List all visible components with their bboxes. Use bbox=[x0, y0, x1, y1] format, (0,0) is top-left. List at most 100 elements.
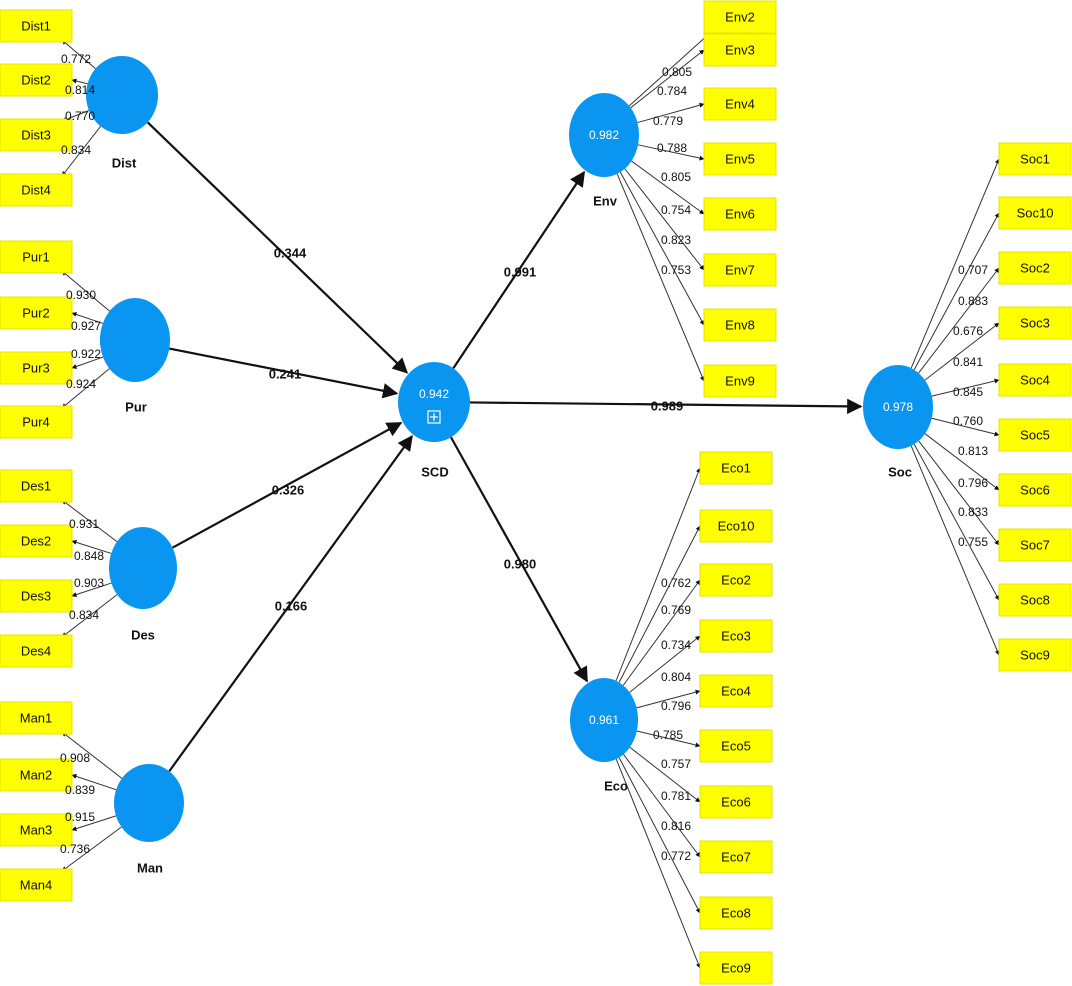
indicator-box-pur3[interactable] bbox=[0, 351, 73, 385]
loading-value-soc7: 0.796 bbox=[958, 476, 988, 490]
loading-arrow-env4 bbox=[637, 102, 705, 124]
indicator-box-dist4[interactable] bbox=[0, 173, 73, 207]
indicator-box-soc4[interactable] bbox=[998, 363, 1072, 397]
loading-value-dist2: 0.814 bbox=[65, 83, 95, 97]
loading-arrow-des2 bbox=[71, 539, 112, 554]
loading-arrow-soc9 bbox=[910, 445, 1000, 656]
indicator-box-eco5[interactable] bbox=[699, 729, 773, 763]
loading-arrow-soc6 bbox=[924, 433, 1000, 491]
indicator-label-env5: Env5 bbox=[725, 152, 755, 167]
construct-node-soc[interactable] bbox=[863, 365, 933, 449]
indicator-box-des3[interactable] bbox=[0, 579, 73, 613]
indicator-box-eco10[interactable] bbox=[699, 509, 773, 543]
path-arrow-pur-to-scd bbox=[169, 347, 399, 399]
indicator-box-eco9[interactable] bbox=[699, 951, 773, 985]
indicator-box-env5[interactable] bbox=[703, 142, 777, 176]
indicator-box-soc5[interactable] bbox=[998, 418, 1072, 452]
indicator-box-soc10[interactable] bbox=[998, 196, 1072, 230]
r-squared-eco: 0.961 bbox=[589, 713, 619, 727]
indicator-box-des2[interactable] bbox=[0, 524, 73, 558]
loading-value-des4: 0.834 bbox=[69, 608, 99, 622]
indicator-label-man4: Man4 bbox=[20, 878, 53, 893]
construct-name-scd: SCD bbox=[421, 465, 448, 480]
construct-node-eco[interactable] bbox=[570, 678, 638, 762]
indicator-box-soc6[interactable] bbox=[998, 473, 1072, 507]
loading-arrow-des3 bbox=[71, 582, 112, 597]
loading-value-soc2: 0.676 bbox=[953, 324, 983, 338]
indicator-box-env4[interactable] bbox=[703, 87, 777, 121]
loading-value-soc10: 0.883 bbox=[958, 294, 988, 308]
indicator-box-dist2[interactable] bbox=[0, 63, 73, 97]
loading-arrow-env5 bbox=[637, 144, 705, 161]
loading-value-env3: 0.784 bbox=[657, 84, 687, 98]
indicator-box-soc8[interactable] bbox=[998, 583, 1072, 617]
indicator-box-eco1[interactable] bbox=[699, 451, 773, 485]
indicator-box-pur2[interactable] bbox=[0, 296, 73, 330]
indicator-box-eco2[interactable] bbox=[699, 563, 773, 597]
indicator-box-pur1[interactable] bbox=[0, 240, 73, 274]
indicator-box-soc9[interactable] bbox=[998, 638, 1072, 672]
loading-arrow-eco5 bbox=[636, 730, 701, 748]
path-coefficient-man-to-scd: 0.166 bbox=[275, 599, 308, 614]
indicator-label-eco1: Eco1 bbox=[721, 461, 751, 476]
construct-name-eco: Eco bbox=[604, 779, 628, 794]
indicator-box-man3[interactable] bbox=[0, 813, 73, 847]
indicator-box-soc1[interactable] bbox=[998, 142, 1072, 176]
expand-plus-icon[interactable] bbox=[427, 410, 441, 424]
indicator-box-dist1[interactable] bbox=[0, 9, 73, 43]
coefficient-labels: 0.3440.2410.3260.1660.9910.9890.9800.772… bbox=[60, 52, 988, 863]
loading-arrow-eco8 bbox=[618, 757, 701, 914]
loading-value-soc4: 0.845 bbox=[953, 385, 983, 399]
indicator-box-eco7[interactable] bbox=[699, 840, 773, 874]
indicator-label-dist3: Dist3 bbox=[21, 128, 51, 143]
construct-name-des: Des bbox=[131, 628, 155, 643]
indicator-box-env3[interactable] bbox=[703, 33, 777, 67]
indicator-label-pur3: Pur3 bbox=[22, 361, 49, 376]
indicator-box-eco8[interactable] bbox=[699, 896, 773, 930]
indicator-box-des4[interactable] bbox=[0, 634, 73, 668]
indicator-label-soc8: Soc8 bbox=[1020, 593, 1050, 608]
indicator-box-eco3[interactable] bbox=[699, 619, 773, 653]
indicator-box-pur4[interactable] bbox=[0, 405, 73, 439]
indicator-box-des1[interactable] bbox=[0, 469, 73, 503]
loading-value-eco1: 0.762 bbox=[661, 576, 691, 590]
loading-value-pur1: 0.930 bbox=[66, 288, 96, 302]
indicator-box-env2[interactable] bbox=[703, 0, 777, 34]
indicator-label-eco7: Eco7 bbox=[721, 850, 751, 865]
indicator-box-eco6[interactable] bbox=[699, 785, 773, 819]
construct-node-pur[interactable] bbox=[100, 298, 170, 382]
indicator-box-env7[interactable] bbox=[703, 253, 777, 287]
indicator-box-dist3[interactable] bbox=[0, 118, 73, 152]
indicator-box-eco4[interactable] bbox=[699, 674, 773, 708]
indicator-box-man2[interactable] bbox=[0, 758, 73, 792]
loading-arrow-soc7 bbox=[918, 440, 1000, 546]
construct-node-des[interactable] bbox=[109, 527, 177, 609]
construct-node-scd[interactable] bbox=[398, 362, 470, 442]
construct-node-env[interactable] bbox=[569, 93, 639, 177]
loading-value-env7: 0.754 bbox=[661, 203, 691, 217]
loading-arrow-dist4 bbox=[61, 126, 101, 177]
indicator-box-env8[interactable] bbox=[703, 308, 777, 342]
r-squared-scd: 0.942 bbox=[419, 387, 449, 401]
loading-arrow-man4 bbox=[61, 826, 122, 872]
loading-value-env2: 0.805 bbox=[662, 65, 692, 79]
indicator-box-man1[interactable] bbox=[0, 701, 73, 735]
indicator-box-env9[interactable] bbox=[703, 364, 777, 398]
indicator-box-env6[interactable] bbox=[703, 197, 777, 231]
indicator-box-soc2[interactable] bbox=[998, 251, 1072, 285]
indicator-label-pur1: Pur1 bbox=[22, 250, 49, 265]
loading-value-eco6: 0.757 bbox=[661, 757, 691, 771]
loading-arrow-soc5 bbox=[931, 417, 1000, 437]
loading-value-pur3: 0.922 bbox=[71, 347, 101, 361]
loading-value-eco4: 0.796 bbox=[661, 699, 691, 713]
indicator-box-man4[interactable] bbox=[0, 868, 73, 902]
indicator-label-soc2: Soc2 bbox=[1020, 261, 1050, 276]
loading-value-env9: 0.753 bbox=[661, 263, 691, 277]
construct-node-man[interactable] bbox=[114, 764, 184, 842]
construct-node-dist[interactable] bbox=[86, 56, 158, 134]
indicator-label-eco9: Eco9 bbox=[721, 961, 751, 976]
indicator-box-soc3[interactable] bbox=[998, 306, 1072, 340]
indicator-box-soc7[interactable] bbox=[998, 528, 1072, 562]
